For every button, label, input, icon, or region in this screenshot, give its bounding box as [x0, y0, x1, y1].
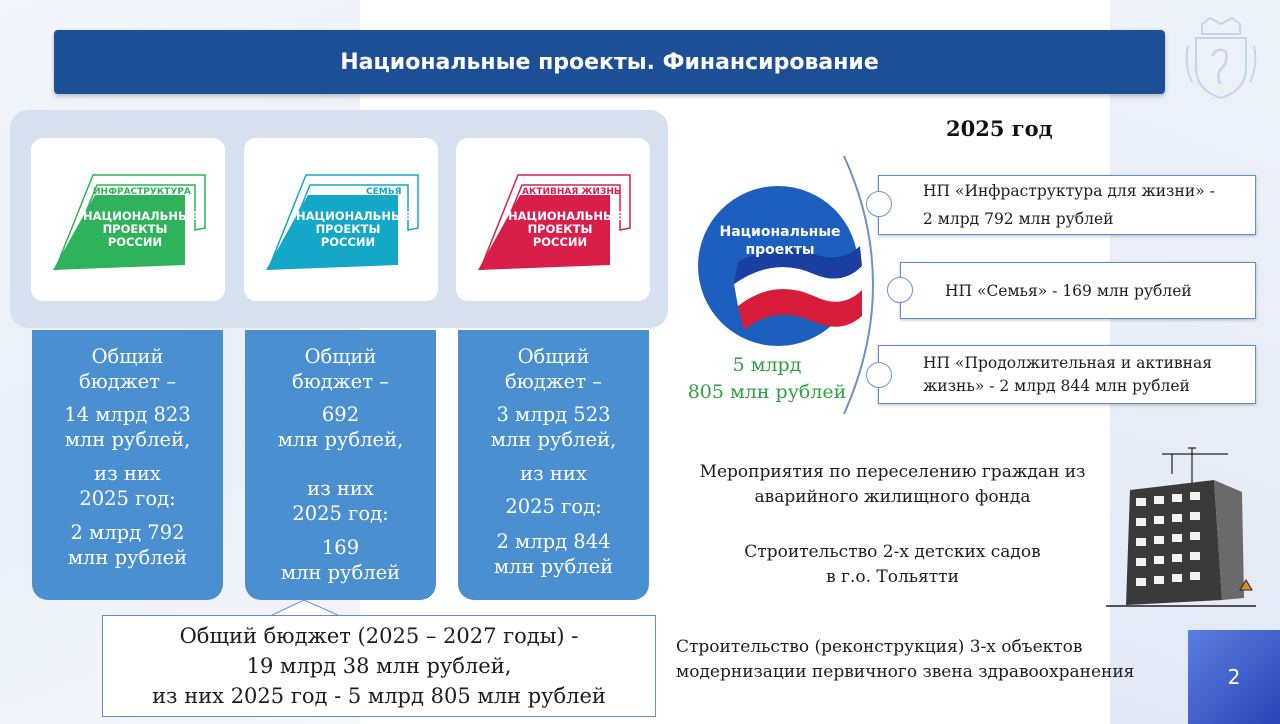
page-number-text: 2: [1227, 665, 1241, 689]
logo-card-infrastructure: ИНФРАСТРУКТУРА НАЦИОНАЛЬНЫЕ ПРОЕКТЫ РОСС…: [31, 138, 225, 301]
budget-value-line2: млн рублей,: [64, 428, 191, 451]
year-total-line1: 5 млрд: [732, 354, 802, 376]
logo-card-active-life: АКТИВНАЯ ЖИЗНЬ НАЦИОНАЛЬНЫЕ ПРОЕКТЫ РОСС…: [456, 138, 650, 301]
slide-title: Национальные проекты. Финансирование: [54, 30, 1165, 94]
of-them-line1: из них: [307, 477, 374, 500]
active-life-logo-icon: [478, 174, 631, 270]
logo-title-line2: ПРОЕКТЫ: [315, 222, 381, 236]
budget-column-family: Общий бюджет – 692 млн рублей, из них 20…: [245, 330, 436, 600]
budget-value-line2: млн рублей,: [277, 428, 404, 451]
budget-column-infrastructure: Общий бюджет – 14 млрд 823 млн рублей, и…: [32, 330, 223, 600]
year-heading: 2025 год: [946, 116, 1053, 141]
activity-resettlement: Мероприятия по переселению граждан из ав…: [670, 460, 1115, 510]
national-projects-logo-icon: [694, 184, 868, 346]
budget-label-line2: бюджет –: [79, 370, 176, 393]
page-number: 2: [1188, 630, 1280, 724]
year-total: 5 млрд 805 млн рублей: [680, 352, 854, 406]
logo-title: НАЦИОНАЛЬНЫЕ ПРОЕКТЫ РОССИИ: [508, 209, 623, 249]
logo-category-label: ИНФРАСТРУКТУРА: [93, 187, 191, 197]
logo-title-line3: РОССИИ: [320, 235, 376, 249]
np-logo-line1: Национальные: [719, 224, 841, 240]
logo-title-line1: НАЦИОНАЛЬНЫЕ: [296, 209, 411, 223]
of-them-line1: из них: [520, 462, 587, 485]
budget-value-line2: млн рублей,: [490, 428, 617, 451]
of-them-line1: из них: [94, 462, 161, 485]
np-logo-line2: проекты: [745, 242, 815, 258]
logo-title-line2: ПРОЕКТЫ: [102, 222, 168, 236]
coat-of-arms-icon: [1185, 16, 1257, 100]
budget-column-active-life: Общий бюджет – 3 млрд 523 млн рублей, из…: [458, 330, 649, 600]
connector-arc: [843, 155, 874, 415]
logo-title-line1: НАЦИОНАЛЬНЫЕ: [83, 209, 198, 223]
total-budget-line3: из них 2025 год - 5 млрд 805 млн рублей: [152, 684, 606, 708]
year-value-line1: 169: [321, 536, 360, 559]
year-value-line2: млн рублей: [67, 546, 188, 569]
logo-title: НАЦИОНАЛЬНЫЕ ПРОЕКТЫ РОССИИ: [83, 209, 198, 249]
project-line1: НП «Инфраструктура для жизни» -: [923, 182, 1215, 200]
project-box-family: НП «Семья» - 169 млн рублей: [900, 262, 1256, 319]
activity-line2: аварийного жилищного фонда: [754, 487, 1031, 507]
budget-label-line2: бюджет –: [505, 370, 602, 393]
logo-title: НАЦИОНАЛЬНЫЕ ПРОЕКТЫ РОССИИ: [296, 209, 411, 249]
year-value-line2: млн рублей: [493, 555, 614, 578]
activity-healthcare: Строительство (реконструкция) 3-х объект…: [676, 635, 1176, 685]
connector-dot: [887, 277, 913, 303]
project-line2: жизнь» - 2 млрд 844 млн рублей: [923, 377, 1190, 395]
connector-dot: [866, 191, 892, 217]
logo-category-label: СЕМЬЯ: [366, 187, 402, 197]
budget-value-line1: 692: [321, 403, 360, 426]
infrastructure-logo-icon: [53, 174, 206, 270]
activity-kindergartens: Строительство 2-х детских садов в г.о. Т…: [670, 540, 1115, 590]
activity-line2: модернизации первичного звена здравоохра…: [676, 662, 1135, 682]
budget-label-line1: Общий: [91, 345, 164, 368]
logo-title-line3: РОССИИ: [107, 235, 163, 249]
of-them-line2: 2025 год:: [79, 487, 176, 510]
year-value-line1: 2 млрд 844: [496, 530, 611, 553]
project-box-active-life: НП «Продолжительная и активная жизнь» - …: [878, 345, 1256, 404]
project-line1: НП «Семья» - 169 млн рублей: [945, 282, 1192, 300]
budget-label-line1: Общий: [304, 345, 377, 368]
project-box-infrastructure: НП «Инфраструктура для жизни» - 2 млрд 7…: [878, 175, 1256, 235]
national-projects-logo-text: Национальные проекты: [700, 223, 860, 259]
activity-line1: Строительство 2-х детских садов: [744, 542, 1041, 562]
year-total-line2: 805 млн рублей: [687, 381, 847, 403]
budget-value-line1: 14 млрд 823: [64, 403, 191, 426]
logo-title-line2: ПРОЕКТЫ: [527, 222, 593, 236]
logo-category-label: АКТИВНАЯ ЖИЗНЬ: [522, 187, 621, 197]
activity-line2: в г.о. Тольятти: [826, 567, 959, 587]
of-them-line2: 2025 год:: [292, 502, 389, 525]
family-logo-icon: [266, 174, 419, 270]
connector-dot: [866, 362, 892, 388]
construction-building-icon: [1106, 447, 1256, 607]
year-value-line1: 2 млрд 792: [70, 521, 185, 544]
activity-line1: Мероприятия по переселению граждан из: [699, 462, 1086, 482]
logo-card-family: СЕМЬЯ НАЦИОНАЛЬНЫЕ ПРОЕКТЫ РОССИИ: [244, 138, 438, 301]
of-them-line2: 2025 год:: [505, 495, 602, 518]
total-budget-line1: Общий бюджет (2025 – 2027 годы) -: [179, 624, 579, 648]
budget-label-line1: Общий: [517, 345, 590, 368]
activity-line1: Строительство (реконструкция) 3-х объект…: [676, 637, 1083, 657]
budget-label-line2: бюджет –: [292, 370, 389, 393]
total-budget-line2: 19 млрд 38 млн рублей,: [246, 654, 512, 678]
year-value-line2: млн рублей: [280, 561, 401, 584]
project-line1: НП «Продолжительная и активная: [923, 354, 1213, 372]
slide-title-text: Национальные проекты. Финансирование: [340, 49, 879, 75]
logo-title-line3: РОССИИ: [532, 235, 588, 249]
total-budget-note: Общий бюджет (2025 – 2027 годы) - 19 млр…: [102, 615, 656, 717]
budget-value-line1: 3 млрд 523: [496, 403, 611, 426]
project-line2: 2 млрд 792 млн рублей: [923, 210, 1114, 228]
logo-title-line1: НАЦИОНАЛЬНЫЕ: [508, 209, 623, 223]
